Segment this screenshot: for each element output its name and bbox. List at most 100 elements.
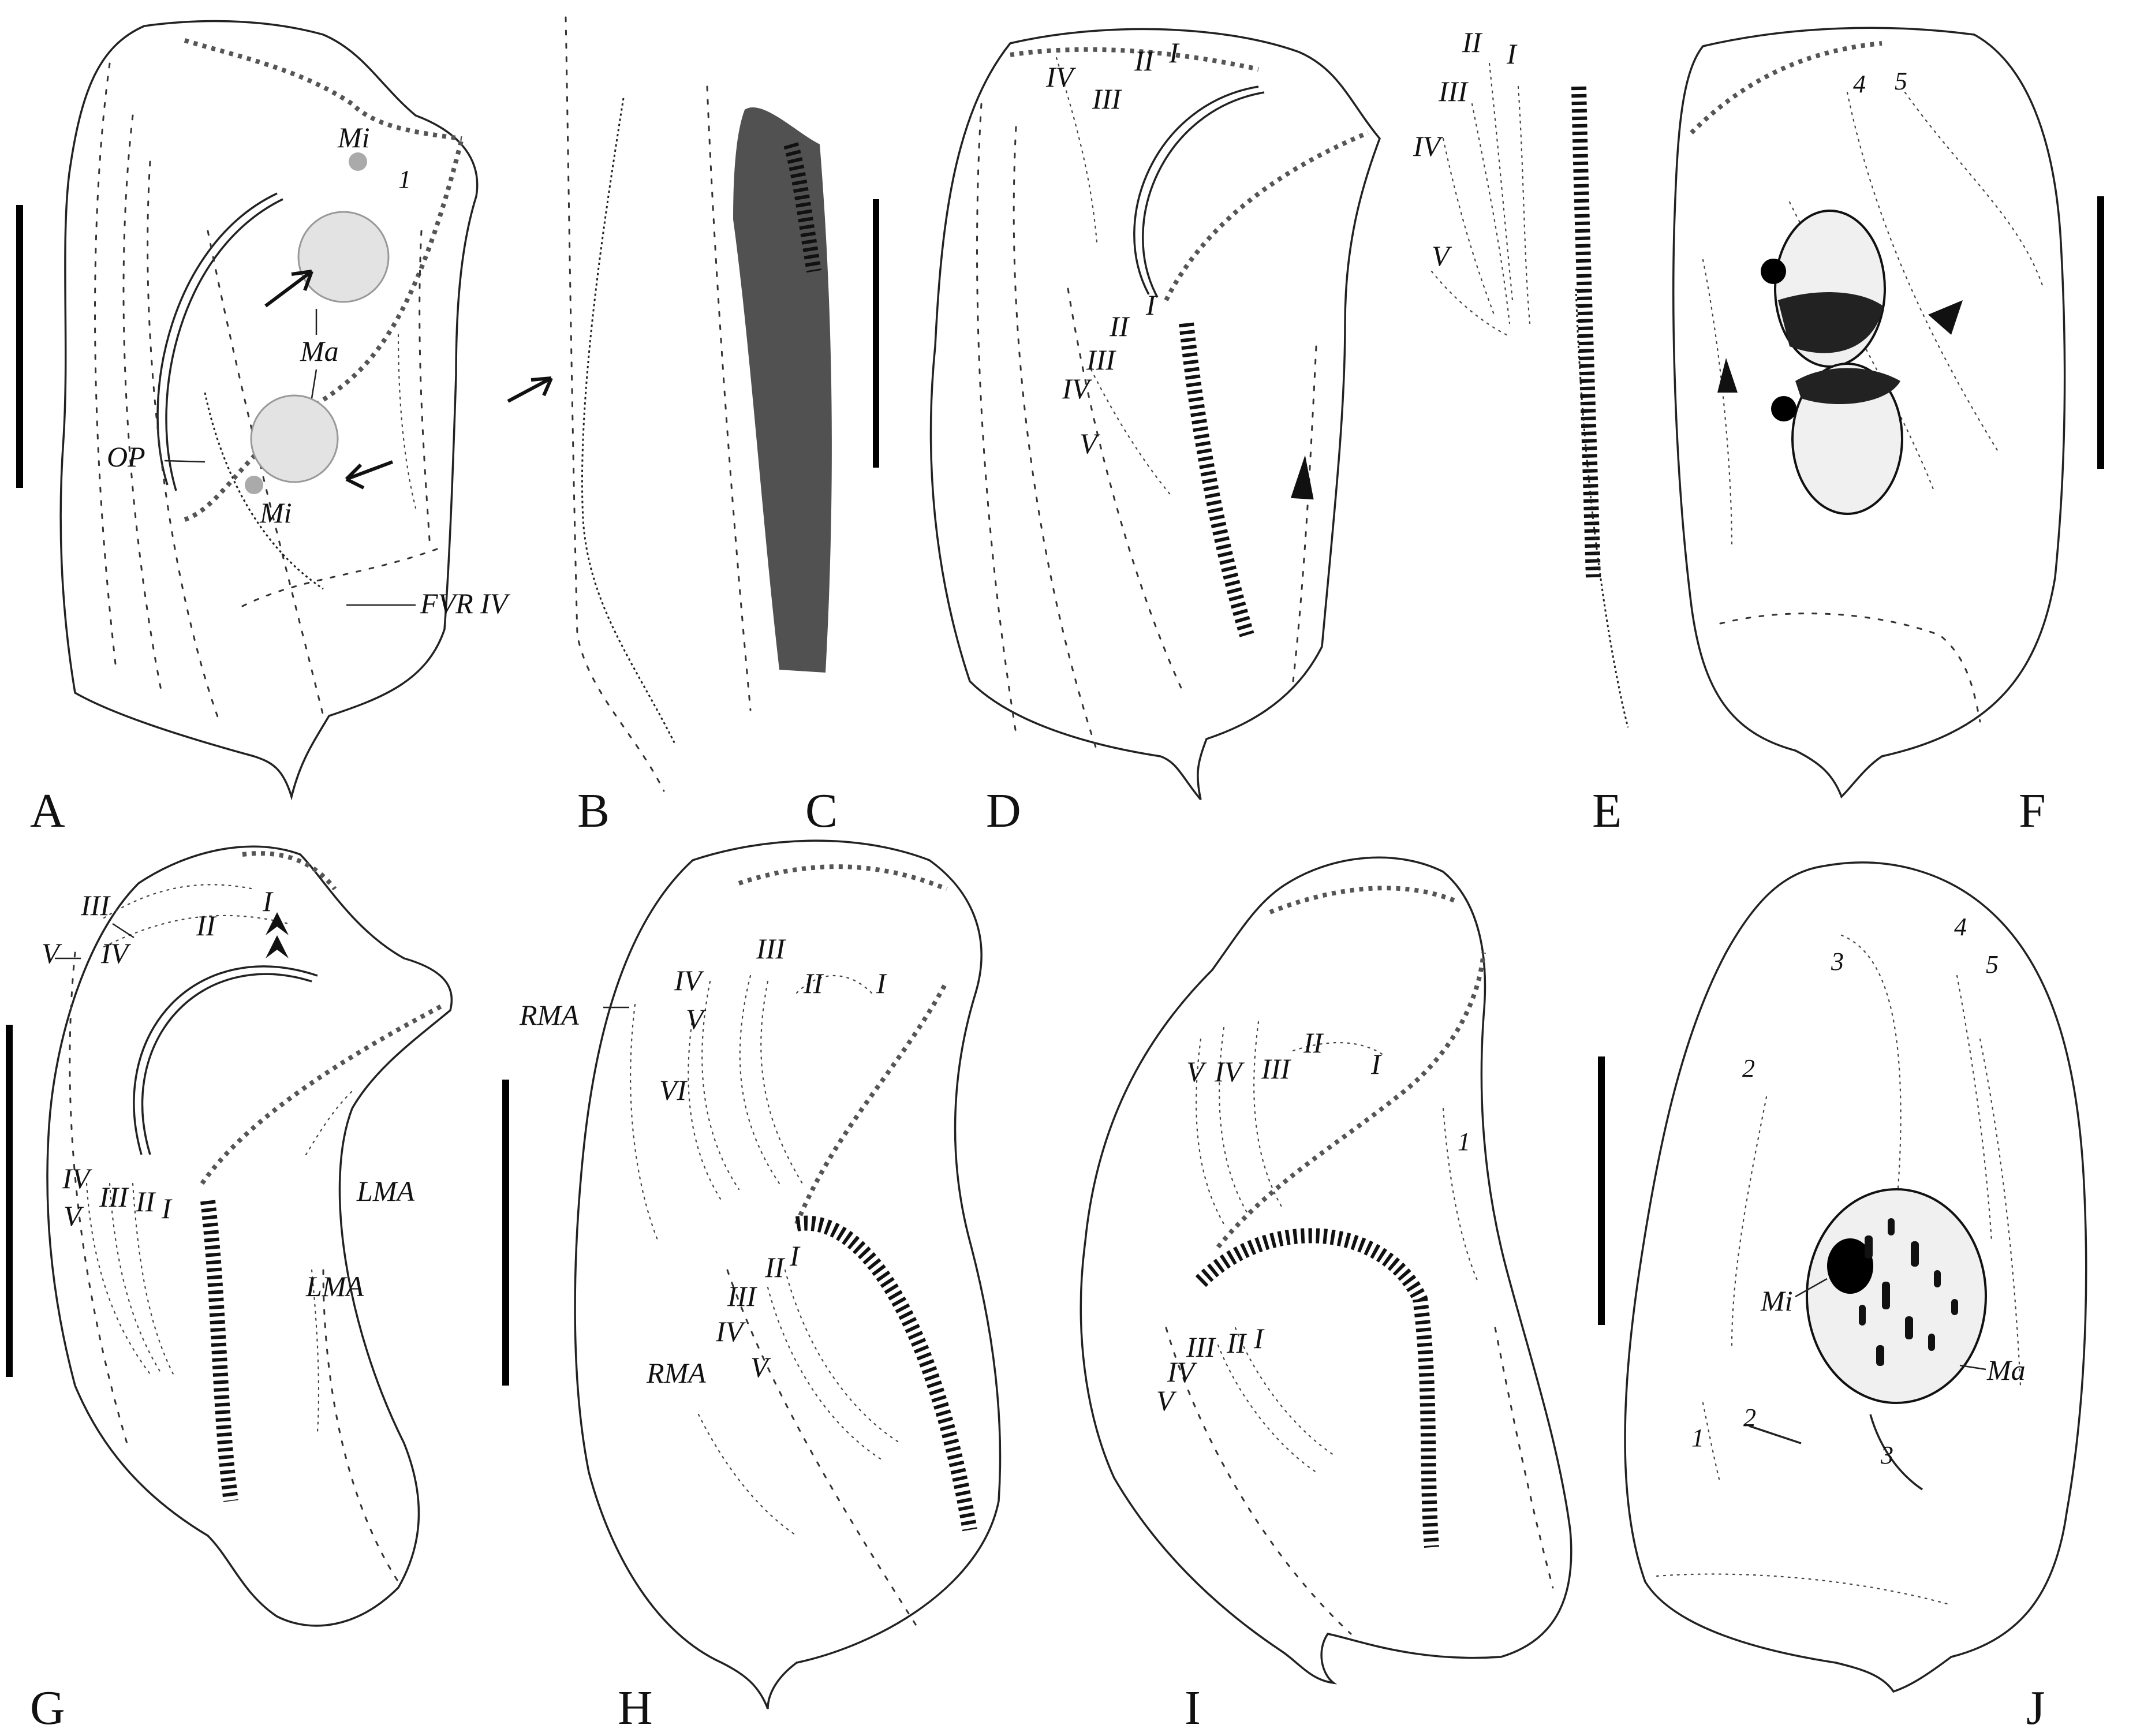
panel-i-anlage-III — [1253, 1021, 1283, 1208]
panel-h-scale-bar — [502, 1080, 509, 1386]
panel-h-rma-lower — [697, 1413, 798, 1537]
panel-e-label-IV: IV — [1413, 130, 1444, 162]
panel-e-streak-IV — [1442, 137, 1496, 319]
panel-h-label-II: II — [803, 967, 824, 999]
panel-f-micronucleus-bottom — [1771, 396, 1796, 421]
panel-a-label-mi-bottom: Mi — [259, 496, 292, 529]
panel-g-label-lma-2: LMA — [305, 1270, 364, 1302]
panel-a-label-row-1: 1 — [398, 165, 411, 193]
panel-h-label-V2: V — [750, 1351, 771, 1383]
panel-i-label-I: I — [1370, 1048, 1382, 1080]
panel-h-anlage-IV — [701, 980, 740, 1190]
panel-h-rma-row — [630, 1003, 659, 1242]
panel-a-micronucleus-top — [349, 152, 367, 171]
panel-a-cell-outline — [59, 20, 479, 801]
panel-h-label-IV2: IV — [715, 1315, 746, 1347]
panel-i-cell-outline — [1080, 856, 1572, 1685]
panel-a-label-ma: Ma — [300, 335, 339, 367]
panel-c-anlage-block — [733, 107, 832, 673]
panel-letter-e: E — [1592, 784, 1622, 838]
panel-h-label-I2: I — [789, 1240, 801, 1272]
panel-i-right-row — [1494, 1327, 1554, 1589]
panel-d-ventral-row — [1067, 288, 1185, 694]
panel-j-label-2a: 2 — [1742, 1054, 1755, 1082]
panel-h-anlage-I — [795, 975, 873, 994]
panel-i: I II III IV V 1 I II III IV V I — [1080, 856, 1572, 1735]
panel-i-lower-anlage-2 — [1217, 1344, 1317, 1473]
panel-f: 4 5 F — [1672, 27, 2104, 838]
panel-f-dorsal-kinety-4 — [1846, 91, 1999, 451]
panel-e-label-V: V — [1432, 240, 1452, 272]
panel-j-label-3a: 3 — [1831, 947, 1844, 976]
panel-f-replication-band-top — [1778, 292, 1883, 353]
panel-a: Mi Ma OP Mi FVR IV 1 A — [16, 20, 511, 838]
panel-d-oral-primordium — [1179, 322, 1254, 637]
panel-b-cirri-column — [565, 16, 665, 792]
panel-f-replication-band-bottom — [1795, 368, 1900, 404]
panel-j-label-2b: 2 — [1743, 1403, 1756, 1432]
panel-i-label-IV: IV — [1214, 1055, 1245, 1088]
panel-d-label-II: II — [1134, 44, 1155, 77]
panel-h-anlage-II — [760, 980, 804, 1185]
panel-a-marginal-row-3 — [147, 160, 221, 723]
panel-j-macronucleus — [1806, 1188, 1987, 1404]
panel-h-label-V: V — [686, 1003, 707, 1035]
panel-i-label-V2: V — [1156, 1384, 1177, 1417]
panel-g-label-lma-1: LMA — [356, 1175, 414, 1207]
panel-a-macronucleus-top — [297, 211, 390, 303]
panel-g-label-III: III — [80, 889, 111, 921]
panel-j-mi-leader — [1795, 1278, 1828, 1298]
panel-d-label-II2: II — [1109, 310, 1130, 342]
panel-a-arrow-bottom — [345, 460, 394, 490]
panel-i-label-II2: II — [1226, 1327, 1247, 1359]
panel-f-scale-bar — [2097, 196, 2104, 469]
panel-f-dorsal-kinety-left — [1702, 259, 1733, 550]
panel-d-label-IV2: IV — [1062, 372, 1093, 405]
panel-j-kinety-5 — [1979, 1038, 2022, 1387]
panel-i-label-I2: I — [1253, 1322, 1265, 1354]
panel-g-label-III2: III — [99, 1181, 129, 1213]
panel-i-label-III: III — [1261, 1052, 1291, 1085]
panel-h-anlage-III — [739, 975, 780, 1185]
panel-j-ma-leader — [1959, 1364, 1986, 1371]
panel-g-label-II: II — [196, 909, 217, 942]
panel-f-label-5: 5 — [1895, 67, 1907, 95]
panel-e-label-I: I — [1506, 38, 1518, 70]
panel-e-streak-V — [1430, 270, 1508, 336]
panel-j-label-mi: Mi — [1760, 1285, 1793, 1317]
panel-g-lma-row — [305, 1090, 353, 1156]
panel-e-label-III: III — [1438, 75, 1469, 107]
panel-d-label-I: I — [1168, 36, 1180, 69]
panel-letter-c: C — [805, 784, 838, 838]
panel-h-label-rma-2: RMA — [646, 1357, 706, 1389]
panel-c-scale-bar — [873, 199, 879, 468]
panel-d-label-III: III — [1092, 83, 1122, 115]
panel-j-label-3b: 3 — [1880, 1441, 1893, 1469]
panel-e-streak-I — [1517, 85, 1531, 324]
panel-g-cell-outline — [46, 845, 453, 1627]
panel-a-label-mi-top: Mi — [337, 121, 370, 154]
panel-i-label-row-1: 1 — [1458, 1128, 1470, 1156]
panel-j-fibre-3 — [1869, 1414, 1923, 1491]
panel-j: Mi Ma 1 2 2 3 3 4 5 J — [1598, 861, 2087, 1735]
panel-g-label-I2: I — [161, 1192, 173, 1224]
panel-letter-j: J — [2026, 1681, 2045, 1735]
panel-j-scale-bar — [1598, 1056, 1605, 1325]
panel-h-label-III: III — [756, 932, 786, 965]
panel-d-label-I2: I — [1145, 289, 1157, 321]
panel-d-label-V2: V — [1080, 427, 1100, 460]
panel-a-micronucleus-bottom — [245, 476, 263, 494]
panel-letter-i: I — [1185, 1681, 1201, 1735]
panel-a-fvr-row — [241, 547, 440, 607]
panel-d: I II III IV I II III IV V D — [929, 28, 1381, 838]
panel-d-adoral-zone — [1164, 130, 1369, 301]
panel-h-label-II2: II — [764, 1251, 786, 1283]
panel-h: I II III IV V VI RMA RMA I II III IV V H — [502, 839, 1002, 1735]
panel-g: I II III IV V I II III IV V LMA LMA G — [6, 845, 453, 1735]
panel-j-kinety-1 — [1702, 1402, 1721, 1485]
panel-h-frontal-cirri — [738, 864, 948, 891]
panel-i-label-IV2: IV — [1167, 1356, 1198, 1388]
panel-b: B — [507, 16, 677, 838]
panel-f-dorsal-kinety-5 — [1904, 91, 2045, 290]
